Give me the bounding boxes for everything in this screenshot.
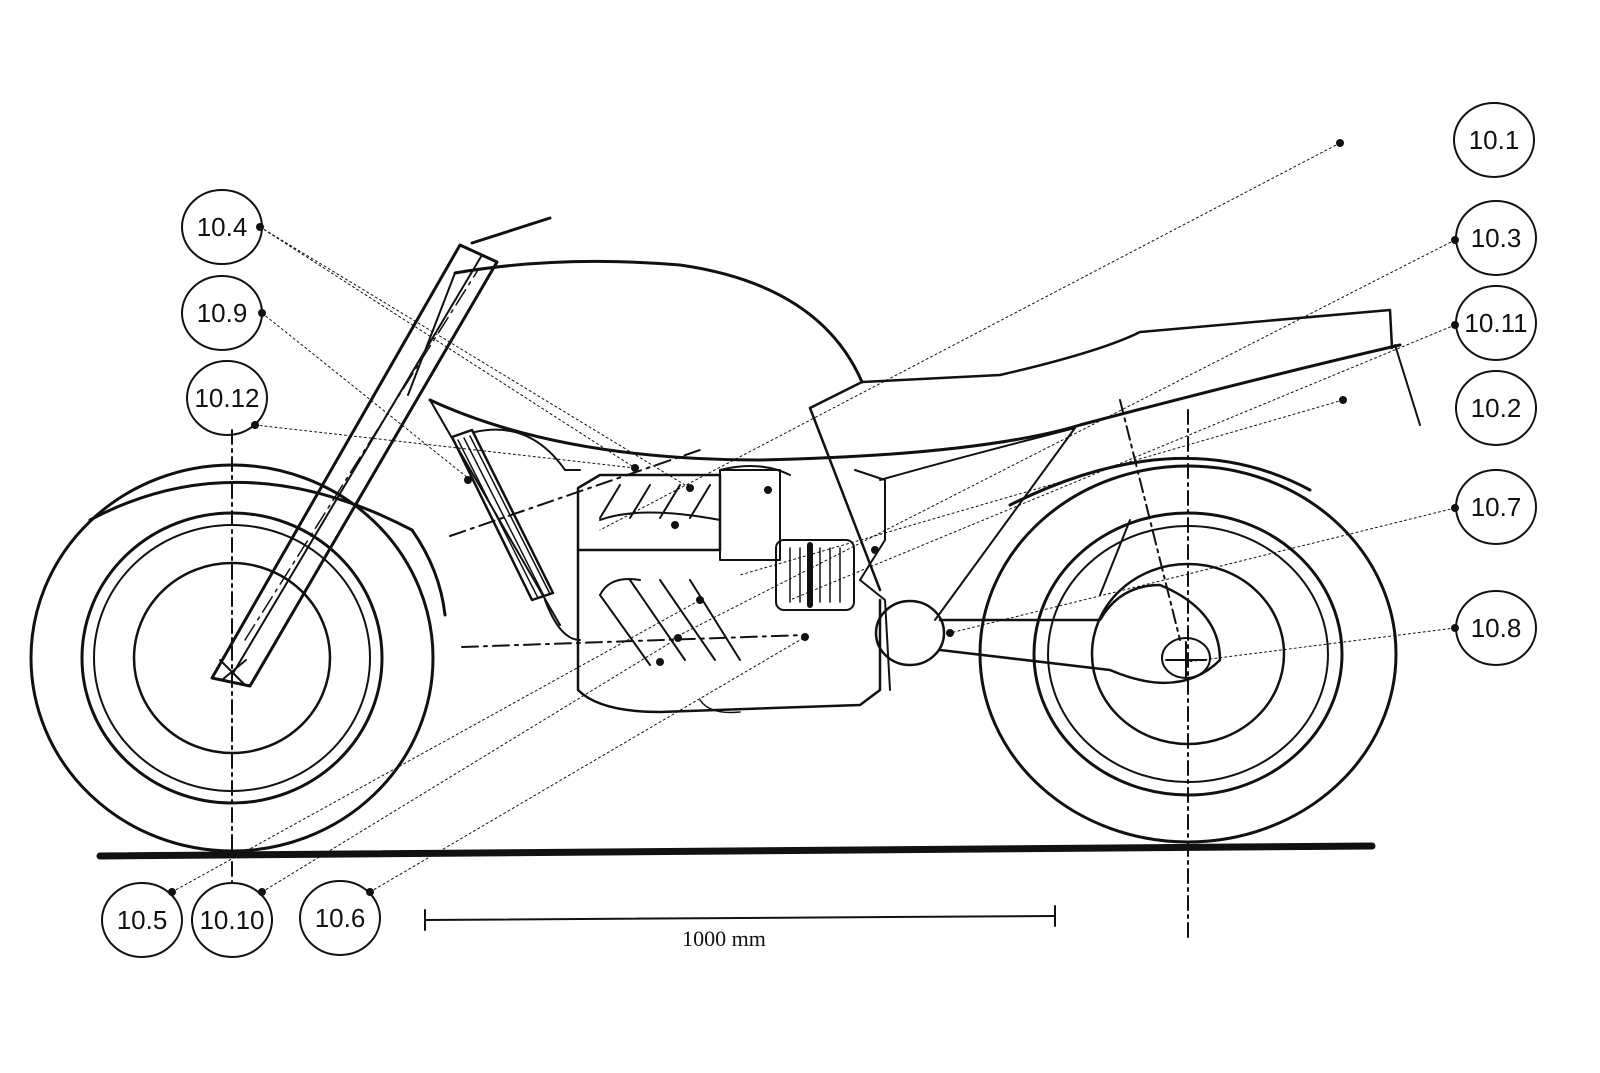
label-10-5: 10.5 bbox=[117, 905, 168, 935]
swingarm bbox=[874, 583, 1222, 685]
rear-shock-centerline bbox=[1119, 399, 1181, 641]
ground-line bbox=[96, 842, 1376, 860]
front-wheel bbox=[29, 463, 447, 853]
callout-10-3 bbox=[1455, 200, 1537, 276]
callout-10-5 bbox=[101, 882, 183, 958]
callout-10-6 bbox=[299, 880, 381, 956]
label-10-7: 10.7 bbox=[1471, 492, 1522, 522]
engine bbox=[576, 465, 891, 714]
callout-10-10 bbox=[191, 882, 273, 958]
radiator bbox=[450, 428, 581, 641]
label-10-1: 10.1 bbox=[1469, 125, 1520, 155]
engine-centerline-d bbox=[449, 449, 701, 537]
label-10-9: 10.9 bbox=[197, 298, 248, 328]
rear-wheel bbox=[978, 456, 1398, 844]
callout-10-2 bbox=[1455, 370, 1537, 446]
scale-bar-label: 1000 mm bbox=[682, 926, 766, 951]
callout-10-9 bbox=[181, 275, 263, 351]
leader-lines bbox=[171, 142, 1456, 893]
front-fork bbox=[210, 216, 552, 688]
callout-10-12 bbox=[186, 360, 268, 436]
scale-bar bbox=[424, 905, 1056, 931]
label-10-10: 10.10 bbox=[199, 905, 264, 935]
fuel-tank bbox=[453, 259, 864, 384]
label-10-12: 10.12 bbox=[194, 383, 259, 413]
leader-dots bbox=[168, 139, 1459, 896]
callout-10-4 bbox=[181, 189, 263, 265]
label-10-3: 10.3 bbox=[1471, 223, 1522, 253]
label-10-4: 10.4 bbox=[197, 212, 248, 242]
label-10-6: 10.6 bbox=[315, 903, 366, 933]
frame-seat bbox=[428, 308, 1421, 626]
callout-10-7 bbox=[1455, 469, 1537, 545]
callout-circles bbox=[101, 102, 1537, 958]
callout-10-1 bbox=[1453, 102, 1535, 178]
label-10-2: 10.2 bbox=[1471, 393, 1522, 423]
callout-10-11 bbox=[1455, 285, 1537, 361]
label-10-11: 10.11 bbox=[1464, 308, 1527, 338]
engine-centerline-h bbox=[461, 634, 806, 648]
callout-10-8 bbox=[1455, 590, 1537, 666]
label-10-8: 10.8 bbox=[1471, 613, 1522, 643]
